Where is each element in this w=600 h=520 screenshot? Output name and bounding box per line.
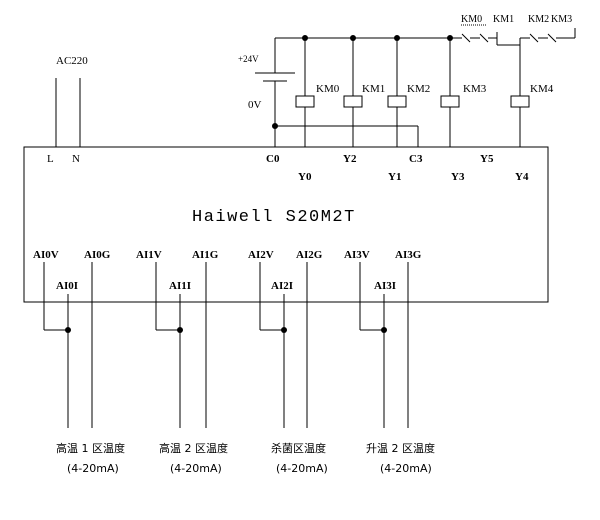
caption-2: 杀菌区温度 (271, 441, 326, 455)
pin-ai3g: AI3G (395, 249, 422, 261)
interlock-label-km2: KM2 (528, 14, 549, 25)
terminal-y2: Y2 (343, 153, 357, 165)
pin-ai2v: AI2V (248, 249, 274, 261)
analog-input-3: AI3V AI3G AI3I 升温 2 区温度 (4-20mA) (344, 249, 435, 475)
terminal-y4: Y4 (515, 171, 529, 183)
pin-ai2i: AI2I (271, 280, 293, 292)
pin-ai1i: AI1I (169, 280, 191, 292)
coil-label-km4: KM4 (530, 83, 554, 95)
coil-km1 (343, 95, 363, 108)
caption-1: 高温 2 区温度 (159, 441, 228, 455)
terminal-n: N (72, 153, 80, 165)
pin-ai3i: AI3I (374, 280, 396, 292)
dc-plus-label: +24V (238, 54, 259, 64)
terminal-l: L (47, 153, 54, 165)
output-wiring: KM0 KM1 KM2 KM3 KM4 KM0 KM1 KM2 KM3 (272, 14, 576, 147)
coil-label-km3: KM3 (463, 83, 487, 95)
interlock-label-km0: KM0 (461, 14, 482, 25)
caption-3: 升温 2 区温度 (366, 441, 435, 455)
analog-input-2: AI2V AI2G AI2I 杀菌区温度 (4-20mA) (248, 249, 328, 475)
coil-label-km0: KM0 (316, 83, 340, 95)
ac-supply: AC220 L N (47, 55, 88, 165)
range-0: (4-20mA) (67, 462, 119, 475)
analog-input-1: AI1V AI1G AI1I 高温 2 区温度 (4-20mA) (136, 249, 228, 475)
range-2: (4-20mA) (276, 462, 328, 475)
coil-km3 (440, 95, 460, 108)
interlock-label-km3: KM3 (551, 14, 572, 25)
output-terminals: C0 Y2 C3 Y5 Y0 Y1 Y3 Y4 (266, 153, 529, 183)
terminal-y5: Y5 (480, 153, 494, 165)
terminal-c3: C3 (409, 153, 423, 165)
ac-label: AC220 (56, 55, 88, 67)
pin-ai2g: AI2G (296, 249, 323, 261)
coil-label-km2: KM2 (407, 83, 430, 95)
interlock-label-km1: KM1 (493, 14, 514, 25)
terminal-y0: Y0 (298, 171, 312, 183)
plc-model-label: Haiwell S20M2T (192, 208, 356, 227)
coil-km0 (295, 95, 315, 108)
analog-input-0: AI0V AI0G AI0I 高温 1 区温度 (4-20mA) (33, 249, 125, 475)
pin-ai0g: AI0G (84, 249, 111, 261)
range-1: (4-20mA) (170, 462, 222, 475)
pin-ai1v: AI1V (136, 249, 162, 261)
coil-km2 (387, 95, 407, 108)
pin-ai1g: AI1G (192, 249, 219, 261)
dc-supply: +24V 0V (238, 38, 295, 126)
pin-ai0i: AI0I (56, 280, 78, 292)
dc-zero-label: 0V (248, 99, 262, 111)
range-3: (4-20mA) (380, 462, 432, 475)
terminal-c0: C0 (266, 153, 280, 165)
terminal-y3: Y3 (451, 171, 465, 183)
caption-0: 高温 1 区温度 (56, 441, 125, 455)
coil-label-km1: KM1 (362, 83, 385, 95)
coil-km4 (510, 95, 530, 108)
pin-ai3v: AI3V (344, 249, 370, 261)
terminal-y1: Y1 (388, 171, 401, 183)
pin-ai0v: AI0V (33, 249, 59, 261)
plc-body (23, 146, 549, 303)
